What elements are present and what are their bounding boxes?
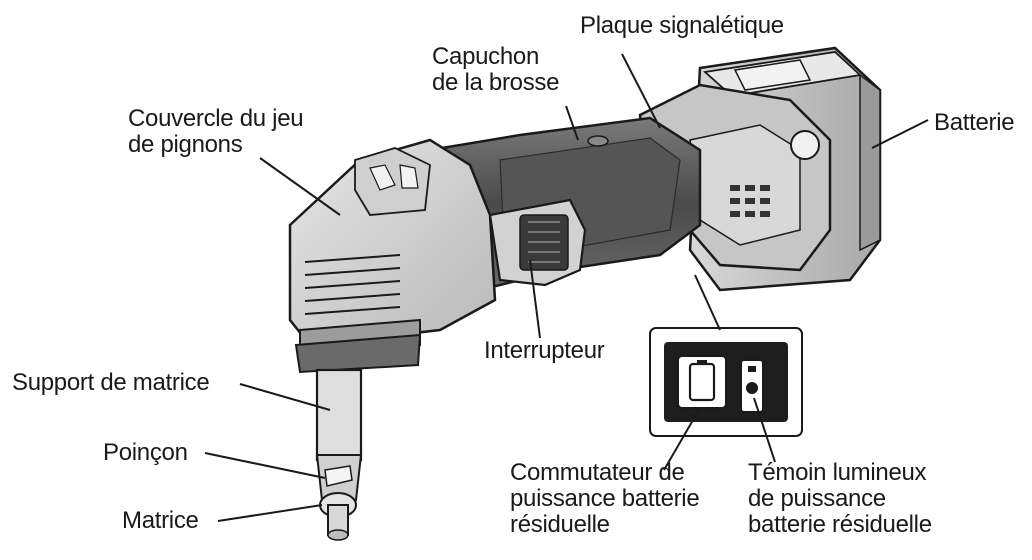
label-couvercle-pignons: Couvercle du jeu de pignons bbox=[128, 105, 304, 158]
leader-interrupteur bbox=[529, 259, 541, 339]
label-temoin-lumineux: Témoin lumineux de puissance batterie ré… bbox=[748, 460, 932, 538]
leader-couvercle bbox=[259, 157, 341, 216]
label-temoin-line3: batterie résiduelle bbox=[748, 511, 932, 538]
label-couvercle-line1: Couvercle du jeu bbox=[128, 105, 304, 132]
trigger-switch: ON bbox=[475, 198, 587, 287]
label-commutateur: Commutateur de puissance batterie résidu… bbox=[510, 459, 700, 538]
vent-slots bbox=[304, 254, 401, 315]
label-commutateur-line3: résiduelle bbox=[510, 511, 610, 538]
label-couvercle-line2: de pignons bbox=[128, 131, 243, 158]
leader-plaque bbox=[621, 53, 661, 129]
leader-poincon bbox=[204, 452, 326, 479]
label-matrice: Matrice bbox=[122, 507, 199, 534]
label-commutateur-line1: Commutateur de bbox=[510, 459, 685, 486]
leader-temoin bbox=[753, 397, 776, 463]
leader-inset bbox=[694, 274, 721, 331]
label-temoin-line2: de puissance bbox=[748, 485, 886, 512]
label-support-matrice: Support de matrice bbox=[12, 369, 210, 396]
label-batterie: Batterie bbox=[934, 109, 1015, 136]
leader-commutateur bbox=[663, 407, 701, 471]
leader-support bbox=[239, 383, 331, 411]
label-temoin-line1: Témoin lumineux bbox=[748, 459, 927, 486]
label-capuchon-brosse: Capuchon de la brosse bbox=[432, 44, 559, 96]
label-interrupteur: Interrupteur bbox=[484, 337, 605, 364]
label-commutateur-line2: puissance batterie bbox=[510, 485, 700, 512]
label-plaque-signaletique: Plaque signalétique bbox=[580, 12, 784, 39]
battery-indicator-inset bbox=[649, 327, 803, 437]
label-capuchon-line2: de la brosse bbox=[432, 69, 560, 96]
leader-capuchon bbox=[565, 105, 579, 141]
leader-matrice bbox=[217, 504, 323, 522]
gear-housing bbox=[288, 138, 497, 357]
label-poincon: Poinçon bbox=[103, 439, 188, 466]
label-capuchon-line1: Capuchon bbox=[432, 43, 540, 70]
leader-batterie bbox=[871, 119, 929, 149]
die-assembly bbox=[294, 333, 422, 541]
leader-lines bbox=[204, 53, 929, 522]
